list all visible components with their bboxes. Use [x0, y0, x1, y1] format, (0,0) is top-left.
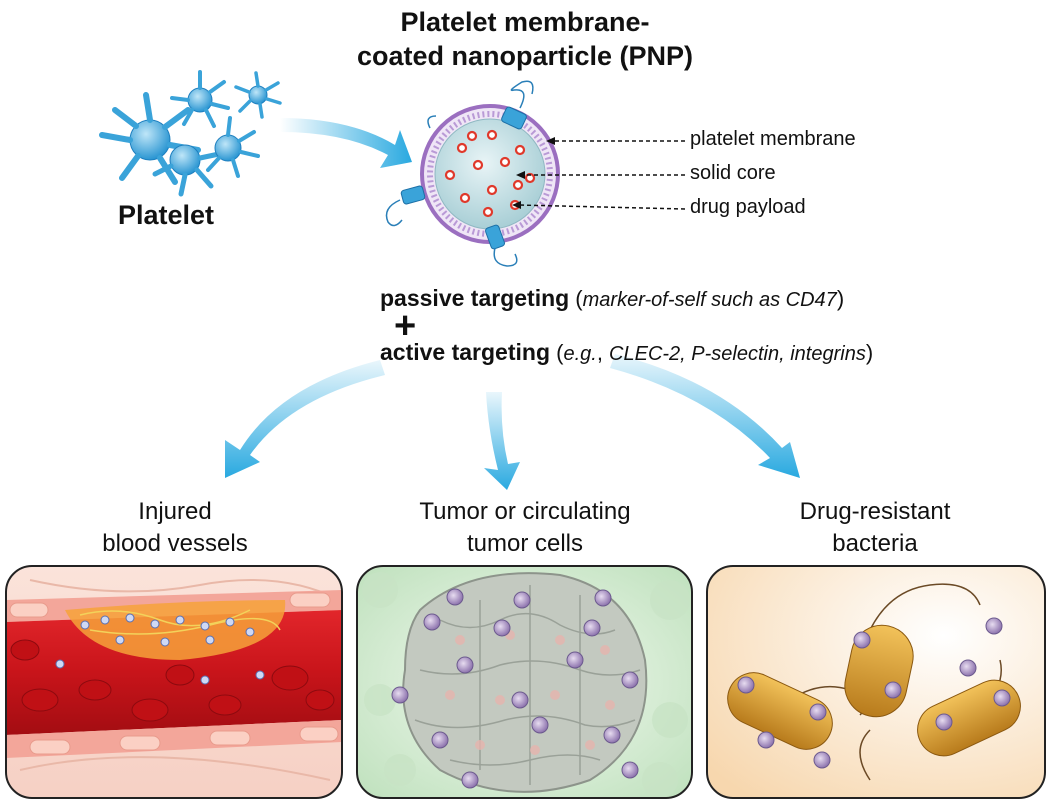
paren-close: ) [865, 340, 874, 365]
paren-close: ) [836, 286, 845, 311]
callout-arrowheads [512, 137, 555, 209]
plus-sign: + [394, 305, 417, 347]
callout-drug-payload: drug payload [690, 196, 806, 218]
destination-line-1: Tumor or circulating [419, 498, 631, 525]
active-targeting-eg: e.g. [563, 343, 597, 365]
passive-targeting-line: passive targeting (marker-of-self such a… [380, 285, 844, 312]
passive-targeting-label: passive targeting [380, 285, 570, 311]
paren-open: ( [569, 286, 583, 311]
callout-leaders [517, 140, 686, 210]
destination-line-1: Drug-resistant [799, 498, 951, 525]
target-arrows [225, 354, 800, 490]
platelet-to-pnp-arrow [280, 118, 412, 168]
paren-open: ( [550, 340, 564, 365]
pnp-particle [385, 80, 560, 267]
title-line-2: coated nanoparticle (PNP) [356, 41, 694, 71]
platelet-label: Platelet [118, 200, 215, 230]
destination-line-2: tumor cells [466, 530, 584, 557]
passive-targeting-detail: marker-of-self such as CD47 [582, 289, 837, 311]
active-targeting-detail: CLEC-2, P-selectin, integrins [609, 343, 866, 365]
arrow-to-vessels [225, 360, 385, 478]
destination-line-2: bacteria [832, 530, 918, 557]
callout-solid-core: solid core [690, 162, 776, 184]
callout-platelet-membrane: platelet membrane [690, 128, 856, 150]
platelets-illustration [99, 70, 282, 197]
panel-frame-3 [706, 565, 1046, 799]
active-targeting-label: active targeting [380, 339, 550, 365]
panel-blood-vessels [6, 566, 342, 798]
arrow-to-bacteria [610, 354, 800, 478]
active-targeting-line: active targeting (e.g., CLEC-2, P-select… [380, 339, 873, 366]
destination-line-1: Injured [138, 498, 212, 525]
panel-tumor [357, 566, 692, 798]
destination-bacteria: Drug-resistant bacteria [760, 496, 990, 560]
arrow-to-tumor [484, 392, 520, 490]
panel-bacteria [707, 566, 1045, 798]
destination-line-2: blood vessels [102, 530, 248, 557]
destination-tumor: Tumor or circulating tumor cells [375, 496, 675, 560]
panel-frame-2 [356, 565, 693, 799]
comma: , [596, 340, 610, 365]
panel-frame-1 [5, 565, 343, 799]
destination-blood-vessels: Injured blood vessels [60, 496, 290, 560]
title-line-1: Platelet membrane- [400, 7, 650, 37]
